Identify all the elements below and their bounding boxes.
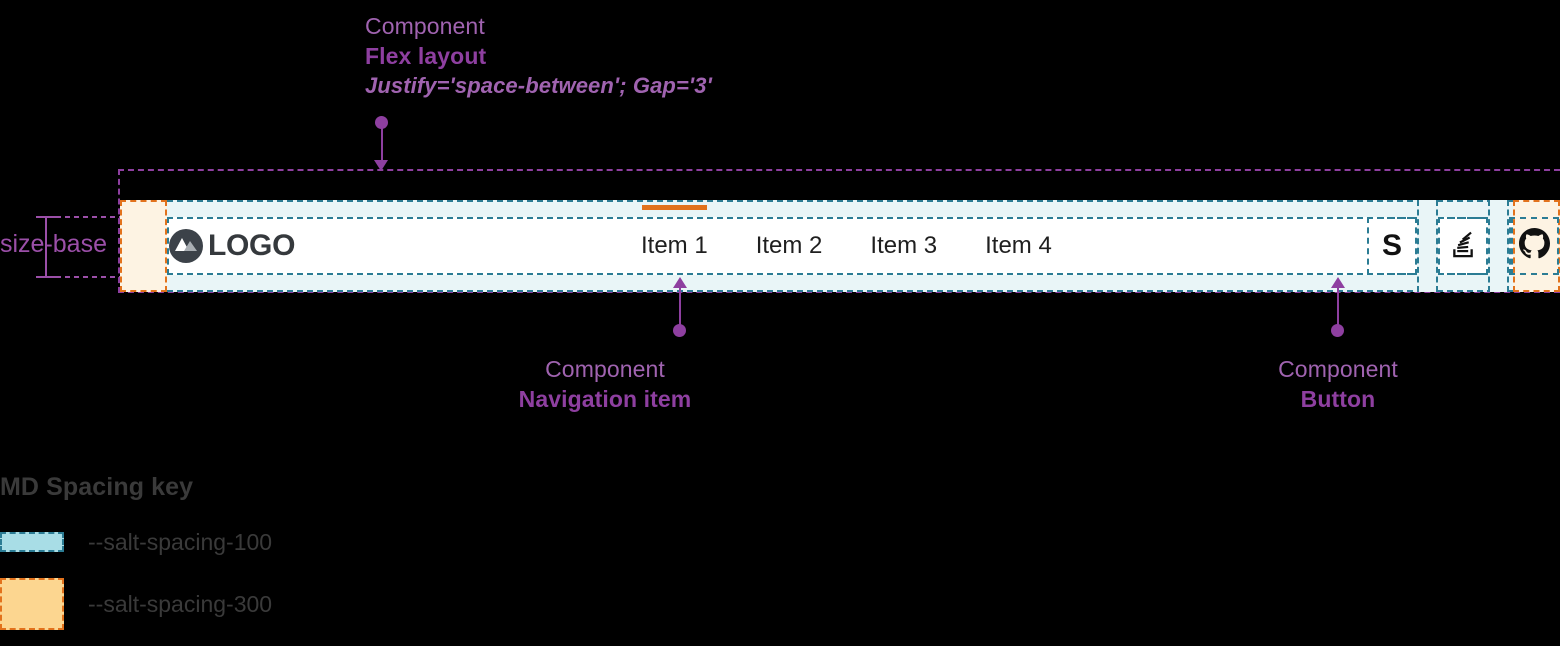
logo[interactable]: LOGO xyxy=(169,226,295,266)
annotation-flex-layout: Component Flex layout Justify='space-bet… xyxy=(365,12,712,100)
annotation-kind: Component xyxy=(365,13,485,39)
annotation-name: Flex layout xyxy=(365,42,487,69)
annotation-kind: Component xyxy=(1278,356,1398,382)
annotation-navitem-line xyxy=(679,285,681,325)
github-icon xyxy=(1518,228,1550,264)
salt-logo-button[interactable]: S xyxy=(1367,200,1417,292)
nav-item-4[interactable]: Item 4 xyxy=(972,200,1065,292)
spacing-key-label: --salt-spacing-300 xyxy=(88,590,273,617)
nav-item-label: Item 2 xyxy=(755,232,823,259)
nav-item-label: Item 4 xyxy=(985,232,1052,259)
annotation-navigation-item: Component Navigation item xyxy=(430,355,780,415)
nav-item-label: Item 1 xyxy=(641,232,708,259)
stack-overflow-icon xyxy=(1449,229,1477,264)
active-indicator xyxy=(642,205,707,210)
annotation-flex-line xyxy=(381,122,383,166)
stack-overflow-button[interactable] xyxy=(1438,200,1488,292)
spacing-gap xyxy=(1488,200,1509,292)
spacing-key-row: --salt-spacing-300 xyxy=(0,578,420,630)
annotation-button-arrow xyxy=(1331,277,1345,288)
spacing-key: MD Spacing key --salt-spacing-100 --salt… xyxy=(0,473,420,646)
annotation-props: Justify='space-between'; Gap='3' xyxy=(365,72,712,98)
annotation-navitem-dot xyxy=(673,324,686,337)
annotation-name: Navigation item xyxy=(518,385,692,412)
size-base-label: size-base xyxy=(0,230,107,258)
navbar-actions: S xyxy=(1367,200,1559,292)
nav-item-3[interactable]: Item 3 xyxy=(857,200,950,292)
annotation-name: Button xyxy=(1300,385,1376,412)
annotation-kind: Component xyxy=(545,356,665,382)
github-button[interactable] xyxy=(1509,200,1559,292)
spacing-key-label: --salt-spacing-100 xyxy=(88,528,273,555)
navigation-items: Item 1 Item 2 Item 3 Item 4 xyxy=(628,200,1065,292)
annotation-navitem-arrow xyxy=(673,277,687,288)
nav-item-label: Item 3 xyxy=(870,232,938,259)
annotation-flex-arrow xyxy=(374,160,388,171)
mountain-logo-icon xyxy=(169,229,203,263)
spacing-key-row: --salt-spacing-100 xyxy=(0,522,420,562)
annotation-button: Component Button xyxy=(1163,355,1513,415)
spacing-gap xyxy=(1417,200,1438,292)
spacing-key-title: MD Spacing key xyxy=(0,473,194,501)
logo-text: LOGO xyxy=(208,229,296,262)
salt-s-icon: S xyxy=(1381,229,1402,262)
nav-item-2[interactable]: Item 2 xyxy=(743,200,836,292)
spacing-100-swatch xyxy=(0,532,64,552)
annotation-button-line xyxy=(1337,285,1339,325)
nav-item-1[interactable]: Item 1 xyxy=(628,200,721,292)
annotation-button-dot xyxy=(1331,324,1344,337)
spacing-300-swatch xyxy=(0,578,64,630)
